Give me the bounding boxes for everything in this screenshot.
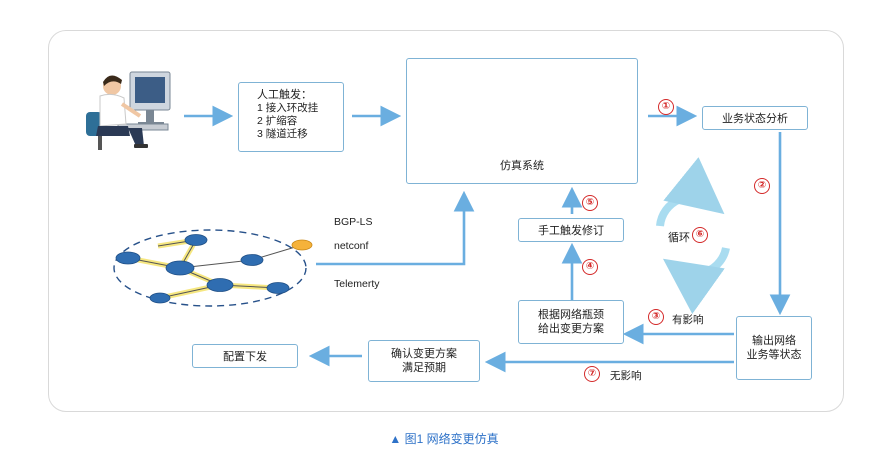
loop-label: 循环	[668, 232, 690, 244]
bottleneck-line: 给出变更方案	[538, 323, 604, 335]
confirm-plan-box: 确认变更方案 满足预期	[368, 340, 480, 382]
manual-trigger-item: 3 隧道迁移	[257, 128, 308, 140]
caption-text: 图1 网络变更仿真	[404, 432, 499, 446]
confirm-line: 满足预期	[402, 362, 446, 374]
output-state-line: 输出网络	[752, 335, 796, 347]
bottleneck-change-box: 根据网络瓶颈 给出变更方案	[518, 300, 624, 344]
step-marker-6: ⑥	[692, 227, 708, 243]
protocol-label: netconf	[334, 240, 369, 252]
loop-cycle-icon	[656, 157, 730, 315]
manual-trigger-box: 人工触发： 1 接入环改挂 2 扩缩容 3 隧道迁移	[238, 82, 344, 152]
has-impact-label: 有影响	[672, 314, 704, 326]
deploy-config-box: 配置下发	[192, 344, 298, 368]
business-analysis-box: 业务状态分析	[702, 106, 808, 130]
manual-trigger-item: 2 扩缩容	[257, 115, 298, 127]
simulation-system-label: 仿真系统	[500, 160, 544, 172]
protocol-label: Telemerty	[334, 278, 380, 290]
output-state-line: 业务等状态	[746, 349, 802, 361]
physical-network-illustration	[113, 229, 313, 307]
step-marker-4: ④	[582, 259, 598, 275]
user-at-computer-icon	[86, 71, 171, 150]
manual-trigger-title: 人工触发：	[257, 89, 312, 101]
manual-revise-box: 手工触发修订	[518, 218, 624, 242]
confirm-line: 确认变更方案	[391, 348, 457, 360]
no-impact-label: 无影响	[610, 370, 642, 382]
output-state-box: 输出网络 业务等状态	[736, 316, 812, 380]
simulation-system-box: 仿真系统	[406, 58, 638, 184]
step-marker-3: ③	[648, 309, 664, 325]
step-marker-5: ⑤	[582, 195, 598, 211]
figure-caption: ▲ 图1 网络变更仿真	[0, 430, 888, 447]
manual-trigger-item: 1 接入环改挂	[257, 102, 319, 114]
caption-triangle-icon: ▲	[389, 432, 402, 446]
connector-arrows	[184, 105, 791, 373]
step-marker-1: ①	[658, 99, 674, 115]
bottleneck-line: 根据网络瓶颈	[538, 309, 604, 321]
step-marker-7: ⑦	[584, 366, 600, 382]
protocol-label: BGP-LS	[334, 216, 373, 228]
step-marker-2: ②	[754, 178, 770, 194]
